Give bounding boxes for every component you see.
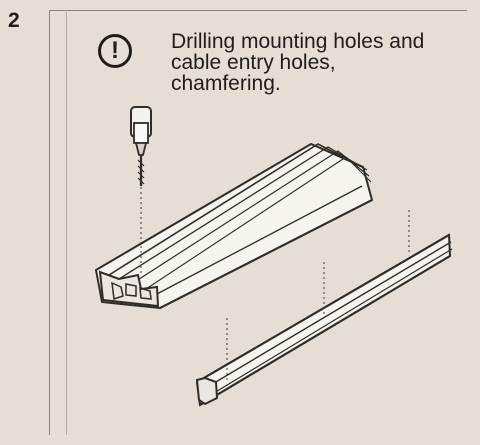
- drill-icon: [130, 106, 152, 246]
- instruction-text: Drilling mounting holes and cable entry …: [171, 30, 425, 95]
- instruction-panel: [49, 10, 467, 435]
- large-profile-rail: [94, 142, 374, 310]
- warning-icon: !: [98, 34, 132, 68]
- small-profile-rail: [195, 210, 453, 407]
- warning-mark: !: [111, 37, 119, 64]
- panel-divider: [66, 10, 67, 435]
- step-number: 2: [8, 9, 20, 32]
